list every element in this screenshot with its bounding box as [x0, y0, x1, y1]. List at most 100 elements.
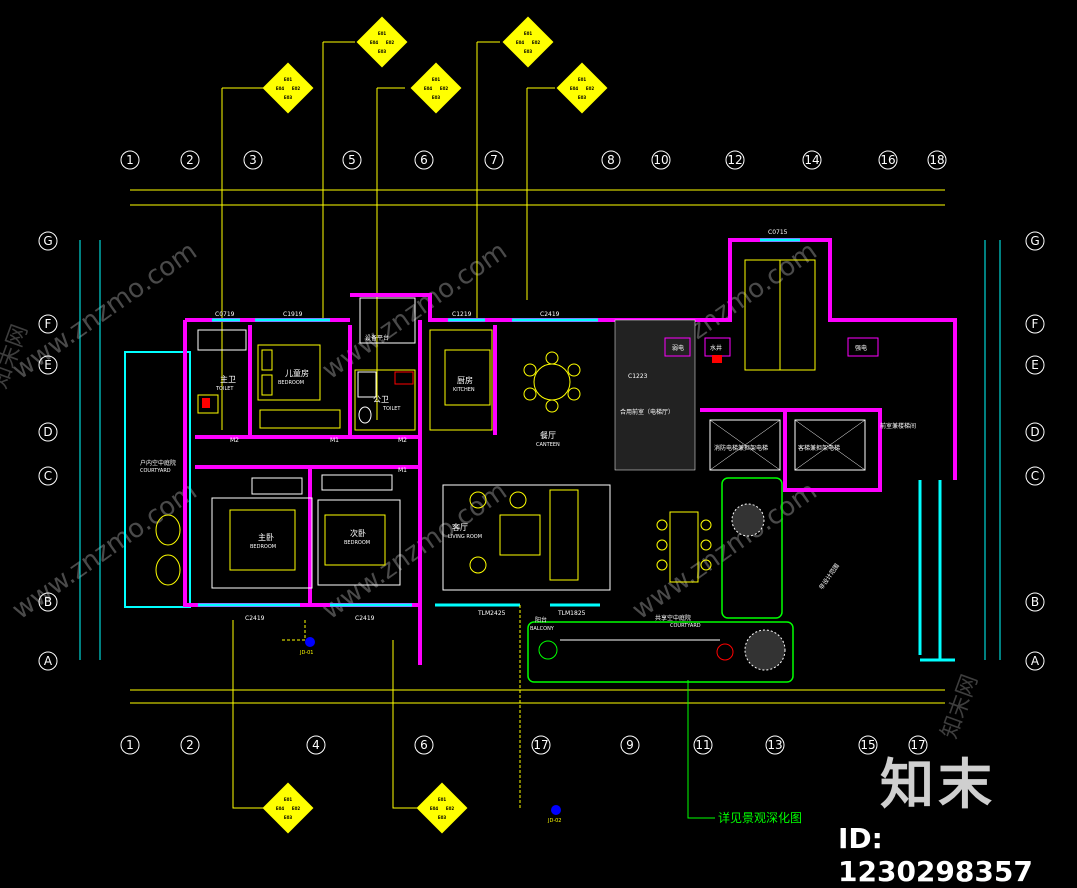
svg-text:TLM1825: TLM1825: [557, 610, 586, 617]
row-bubble-f: F F: [38, 314, 1045, 334]
axis-bubble: 2: [180, 735, 200, 755]
brand-logo: 知末: [880, 753, 996, 816]
svg-text:JD-01: JD-01: [299, 650, 314, 656]
kids-bedroom-label-en: BEDROOM: [278, 380, 304, 386]
svg-text:E04: E04: [276, 806, 285, 811]
svg-text:D: D: [1030, 425, 1039, 439]
row-bubble-b: B B: [38, 592, 1045, 612]
master-bedroom-label: 主卧: [258, 532, 274, 542]
living-room-label: 客厅: [452, 522, 468, 532]
svg-text:E01: E01: [284, 797, 293, 802]
svg-text:E02: E02: [292, 806, 301, 811]
watermark-site-1: www.znzmo.com: [7, 236, 203, 386]
svg-text:2: 2: [186, 153, 194, 167]
dining-right: [656, 511, 712, 583]
svg-text:E04: E04: [424, 86, 433, 91]
svg-text:E01: E01: [438, 797, 447, 802]
axis-bubble: 1: [120, 735, 140, 755]
row-bubble-c: C C: [38, 466, 1045, 486]
svg-text:E02: E02: [532, 40, 541, 45]
svg-text:C: C: [1031, 469, 1039, 483]
courtyard-left: 户内空中庭院 COURTYARD: [124, 351, 191, 608]
svg-text:E04: E04: [570, 86, 579, 91]
svg-text:1: 1: [126, 153, 134, 167]
canteen-label-en: CANTEEN: [536, 442, 560, 448]
axis-bubble: 11: [693, 735, 713, 755]
axis-bubble: 1: [120, 150, 140, 170]
svg-text:E01: E01: [432, 77, 441, 82]
svg-text:A: A: [1031, 654, 1040, 668]
svg-text:E01: E01: [524, 31, 533, 36]
svg-text:7: 7: [490, 153, 498, 167]
water-shaft-label: 水井: [710, 344, 722, 352]
svg-text:E03: E03: [378, 49, 387, 54]
equipment-platform-label: 设备平台: [365, 334, 389, 342]
svg-text:13: 13: [767, 738, 782, 752]
svg-text:E: E: [44, 358, 52, 372]
svg-text:C2419: C2419: [540, 311, 560, 318]
svg-text:1: 1: [126, 738, 134, 752]
second-bedroom-label-en: BEDROOM: [344, 540, 370, 546]
svg-text:B: B: [1031, 595, 1039, 609]
svg-text:6: 6: [420, 738, 428, 752]
kitchen-label: 厨房: [457, 375, 473, 385]
svg-text:E03: E03: [524, 49, 533, 54]
public-toilet-label-en: TOILET: [382, 406, 401, 412]
svg-text:14: 14: [804, 153, 819, 167]
axis-bubble: 6: [414, 735, 434, 755]
strong-electric-label: 强电: [855, 344, 867, 352]
svg-text:G: G: [43, 234, 52, 248]
kitchen-label-en: KITCHEN: [453, 387, 475, 393]
svg-text:E04: E04: [276, 86, 285, 91]
svg-text:E01: E01: [378, 31, 387, 36]
row-bubble-d: D D: [38, 422, 1045, 442]
svg-text:5: 5: [348, 153, 356, 167]
kids-bedroom: 儿童房 BEDROOM: [257, 344, 341, 429]
axis-bubble: 5: [342, 150, 362, 170]
axis-bubble: 13: [765, 735, 785, 755]
svg-text:E04: E04: [430, 806, 439, 811]
core: 弱电 水井 强电 合用前室（电梯厅） 前室兼楼梯间 消防电梯兼担架电梯 客梯兼担…: [614, 259, 916, 591]
svg-text:C1219: C1219: [452, 311, 472, 318]
svg-text:8: 8: [607, 153, 615, 167]
axis-bubble: 4: [306, 735, 326, 755]
canteen-label: 餐厅: [540, 431, 556, 440]
master-toilet-label-en: TOILET: [215, 386, 234, 392]
axis-bubble: 14: [802, 150, 822, 170]
svg-text:D: D: [43, 425, 52, 439]
axis-bubble: 7: [484, 150, 504, 170]
axis-bubble: 18: [927, 150, 947, 170]
walls: [183, 238, 957, 665]
axis-rows: G G F F E E D D C C B B A A: [38, 231, 1045, 671]
courtyard-left-label-en: COURTYARD: [140, 468, 171, 474]
svg-text:C0719: C0719: [215, 311, 235, 318]
master-bedroom-label-en: BEDROOM: [250, 544, 276, 550]
svg-text:10: 10: [653, 153, 668, 167]
svg-text:15: 15: [860, 738, 875, 752]
axis-bottom: 1 2 4 6 17 9 11 13 15 17: [120, 735, 928, 755]
landscape-note: 详见景观深化图: [718, 810, 802, 825]
note-leader: [687, 680, 715, 819]
opening-labels: C0719 C1919 C1219 C2419 C0715 C1223 M2 M…: [215, 229, 788, 622]
svg-text:9: 9: [626, 738, 634, 752]
svg-text:E03: E03: [432, 95, 441, 100]
svg-text:C2419: C2419: [245, 615, 265, 622]
passenger-lift-label: 客梯兼担架电梯: [798, 444, 840, 452]
axis-bubble: 9: [620, 735, 640, 755]
public-toilet: 公卫 TOILET 设备平台: [354, 297, 416, 431]
svg-text:E03: E03: [438, 815, 447, 820]
svg-text:C0715: C0715: [768, 229, 788, 236]
leader-lines: [221, 41, 555, 809]
shared-courtyard: 共享空中庭院 COURTYARD 阳台 BALCONY: [527, 477, 794, 683]
axis-bubble: 3: [243, 150, 263, 170]
svg-text:11: 11: [695, 738, 710, 752]
svg-text:E02: E02: [386, 40, 395, 45]
axis-bubble: 12: [725, 150, 745, 170]
svg-text:E01: E01: [284, 77, 293, 82]
svg-text:A: A: [44, 654, 53, 668]
